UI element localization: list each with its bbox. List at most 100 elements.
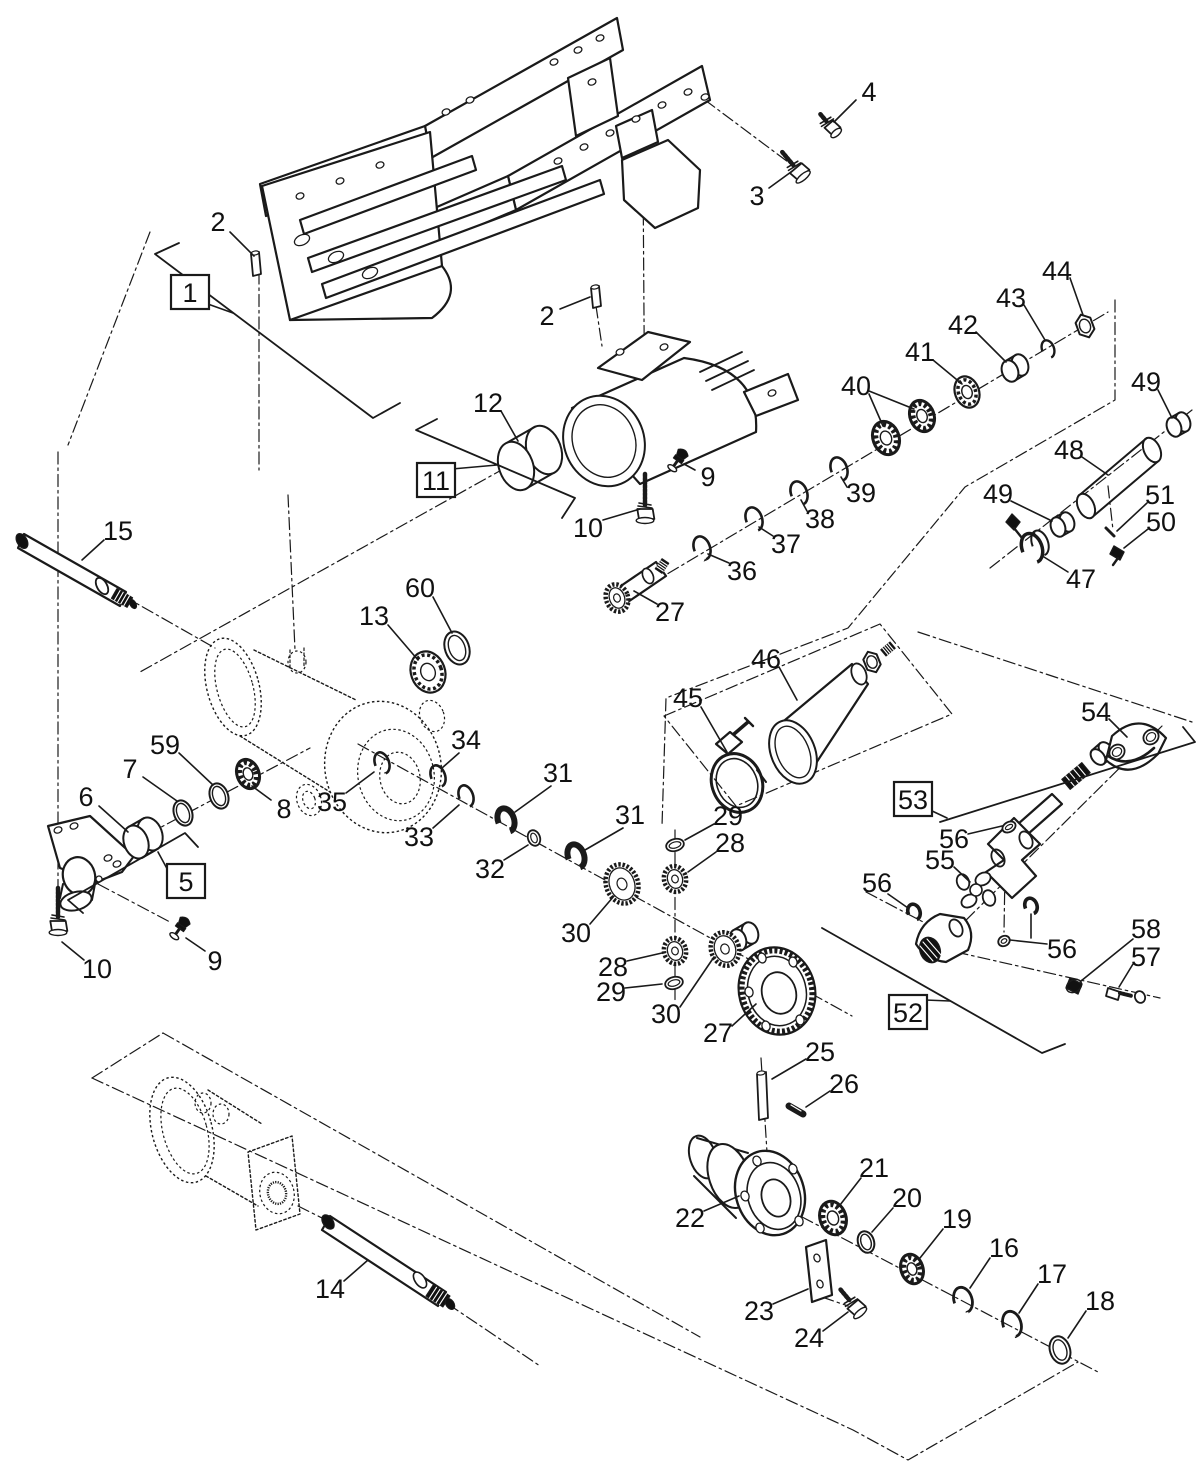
- bushing-49a: [1165, 416, 1183, 438]
- bracket-5-hole: [69, 822, 79, 830]
- callout-45: 45: [673, 683, 703, 713]
- callout-leader-26: [805, 1090, 831, 1108]
- callout-box-11: [415, 461, 457, 499]
- frame-rear-bracket-2: [614, 108, 660, 160]
- bearing-race-31b: [564, 841, 588, 871]
- callout-leader-9-b: [185, 937, 206, 952]
- frame-hole: [295, 192, 305, 200]
- frame-hole: [579, 143, 589, 151]
- callout-3: 3: [749, 181, 764, 211]
- callout-33: 33: [404, 822, 434, 852]
- lock-plate-23: [804, 1238, 834, 1304]
- bearing-race-31a: [494, 805, 518, 835]
- callout-28-a: 28: [715, 828, 745, 858]
- upper-yoke-55: [984, 816, 1042, 900]
- snap-clip-56b: [905, 902, 923, 922]
- washer-32-bore: [530, 832, 538, 844]
- upper-yoke-ear-a: [990, 848, 1006, 868]
- bolt-10a-flange: [635, 516, 655, 525]
- bearing-19-bore: [906, 1262, 918, 1276]
- plate-23-hole: [813, 1253, 821, 1263]
- callout-leader-35: [345, 771, 375, 794]
- pinion-tip-27-groove: [660, 560, 668, 566]
- boot-46-thread-groove: [887, 643, 894, 651]
- seal-60: [443, 630, 471, 666]
- hub-22-bore: [760, 1178, 792, 1218]
- callout-leader-38: [800, 499, 808, 512]
- axle-housing-hidden-flange: [204, 637, 262, 737]
- shaft-15-tip: [128, 598, 138, 610]
- screw-4: [818, 111, 843, 139]
- callout-leader-43: [1023, 304, 1046, 341]
- clamp-45-screw-tip: [743, 716, 755, 728]
- frame-cast-lug: [620, 138, 702, 230]
- u-joint-54-arc: [1106, 746, 1156, 763]
- shaft-14-tip: [444, 1298, 456, 1310]
- bolt-24-washer: [843, 1296, 859, 1308]
- phantom-centerline: [91, 1077, 1079, 1461]
- bolt-10b-flange: [48, 928, 68, 937]
- washer-7-bore: [175, 802, 191, 824]
- callout-8: 8: [276, 794, 291, 824]
- callout-leader-55: [953, 866, 971, 883]
- boot-46-nut: [862, 650, 882, 674]
- yoke-shaft-spline-groove: [1069, 772, 1079, 784]
- pin-26-hl: [790, 1104, 802, 1112]
- bolt-10a: [635, 471, 656, 525]
- tube-48-back: [1141, 436, 1163, 464]
- bushing-12: [496, 440, 536, 492]
- callout-leader-46: [778, 666, 798, 701]
- shaft-14-spline-groove: [428, 1286, 438, 1299]
- callout-leader-49-b: [1010, 500, 1053, 522]
- bolt-10b: [48, 885, 69, 937]
- callout-leader-32: [503, 844, 529, 861]
- o-ring-56c-bore: [1000, 938, 1008, 944]
- callout-leader-56-a: [967, 825, 1003, 835]
- callout-leader-2-a: [229, 231, 255, 257]
- callout-11: 11: [422, 466, 450, 496]
- spider-55-trunnion: [981, 889, 997, 907]
- pin-25: [756, 1071, 769, 1121]
- callout-leader-28-a: [687, 851, 717, 873]
- callout-leader-15: [81, 539, 105, 561]
- axle-housing-hidden-flange-bore: [214, 648, 256, 728]
- callout-leader-17: [1018, 1283, 1039, 1314]
- shaft-15-spline-groove: [120, 593, 127, 605]
- callout-28-b: 28: [598, 952, 628, 982]
- callout-leader-29-b: [624, 983, 663, 989]
- shaft-15-spline-groove: [117, 591, 124, 603]
- pinion-tip-27-groove: [658, 562, 667, 568]
- bearing-21-balls: [820, 1202, 846, 1234]
- group-boundary: [67, 832, 199, 914]
- callout-17: 17: [1037, 1259, 1067, 1289]
- spider-gear-28b-bore: [671, 946, 679, 956]
- phantom-centerline: [87, 747, 311, 867]
- hub-22-hole: [755, 1222, 765, 1234]
- callout-leader-33: [432, 804, 460, 829]
- screw-50: [1109, 545, 1125, 561]
- callout-31-a: 31: [543, 758, 573, 788]
- clamp-45-screw: [732, 720, 750, 736]
- bearing-8-balls: [237, 760, 259, 788]
- frame-hole: [631, 115, 641, 123]
- side-gear-30b-bore: [720, 943, 730, 955]
- callout-leader-30-b: [679, 956, 715, 1008]
- callout-51: 51: [1145, 480, 1175, 510]
- bearing-19-balls: [901, 1255, 923, 1283]
- pinion-gear-27-bore: [612, 593, 622, 603]
- bolt-3-head: [788, 162, 811, 181]
- o-ring-56a-bore: [1004, 823, 1014, 831]
- shaft-14-spline-groove: [438, 1293, 448, 1306]
- clamp-47-band-2: [1030, 529, 1050, 557]
- spider-gear-28a-face: [666, 868, 684, 890]
- side-gear-30a-bore: [616, 877, 628, 891]
- phantom-centerline: [67, 231, 151, 446]
- callout-leader-48: [1081, 456, 1109, 476]
- callout-10-b: 10: [82, 954, 112, 984]
- hub-22-drum-bottom: [693, 1175, 737, 1219]
- callout-54: 54: [1081, 697, 1111, 727]
- seal-18-bore: [1052, 1339, 1068, 1361]
- axle-housing-hidden-pivot-boss: [295, 783, 323, 817]
